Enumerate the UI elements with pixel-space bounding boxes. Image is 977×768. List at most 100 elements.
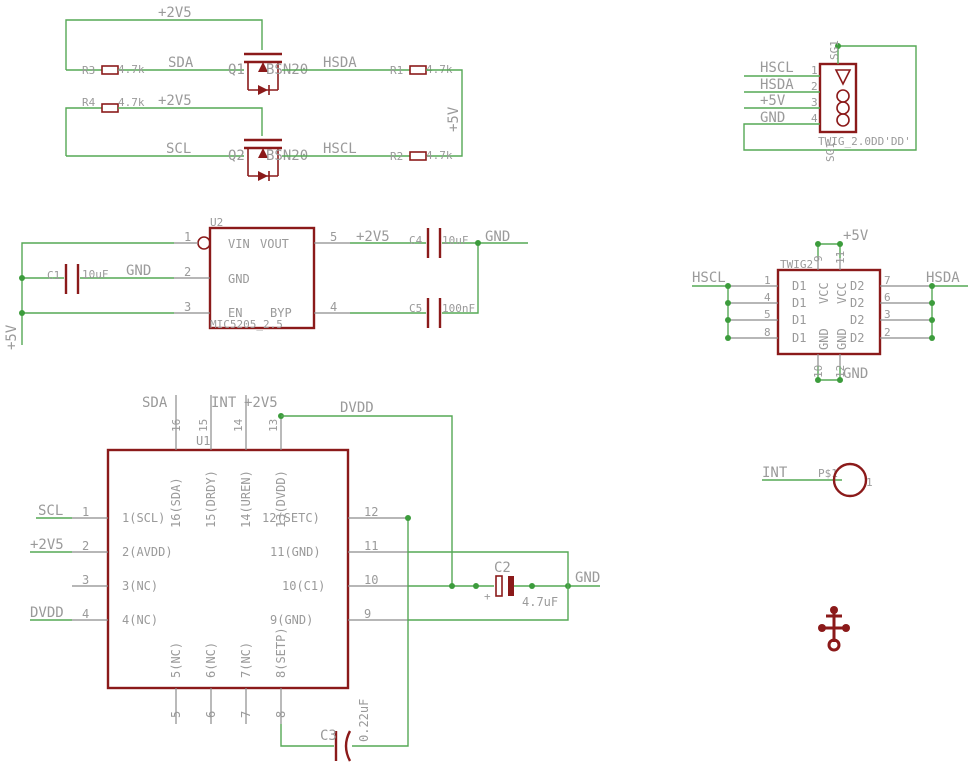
- u1-name-2: 2(AVDD): [122, 545, 173, 559]
- net-label-hsda: HSDA: [323, 55, 357, 71]
- twig2-d1-d: D1: [792, 331, 806, 345]
- u1-pin-2: 2: [82, 539, 89, 553]
- u2-pin-2: 2: [184, 265, 191, 279]
- c3-value: 0.22uF: [357, 699, 371, 742]
- net-label-2v5-top: +2V5: [158, 5, 192, 21]
- sg1-pin-4: 4: [811, 112, 818, 125]
- twig2-net-gnd: GND: [843, 366, 868, 382]
- u1-name-3: 3(NC): [122, 579, 158, 593]
- u1-pin-13: 13: [267, 419, 280, 432]
- int-pad-net: INT: [762, 465, 788, 481]
- net-label-2v5-bottom: +2V5: [158, 93, 192, 109]
- sg1-net-5v: +5V: [760, 93, 786, 109]
- u1-name-12: 12(SETC): [262, 511, 320, 525]
- u1-name-6: 6(NC): [204, 642, 218, 678]
- u2-net-gnd-left: GND: [126, 263, 151, 279]
- net-label-sda: SDA: [168, 55, 194, 71]
- twig2-pin-4: 4: [764, 291, 771, 304]
- c5-value: 100nF: [442, 302, 475, 315]
- sg1-ref-side: SG1: [824, 142, 837, 162]
- twig2-pin-11: 11: [834, 251, 847, 264]
- u2-pin-1: 1: [184, 230, 191, 244]
- twig2-pin-6: 6: [884, 291, 891, 304]
- u1-name-11: 11(GND): [270, 545, 321, 559]
- c4-value: 10uF: [442, 234, 469, 247]
- u1-pin-1: 1: [82, 505, 89, 519]
- u1-name-15: 15(DRDY): [204, 470, 218, 528]
- u1-pin-10: 10: [364, 573, 378, 587]
- u1-net-2v5-left: +2V5: [30, 537, 64, 553]
- u1-name-9: 9(GND): [270, 613, 313, 627]
- u1-name-8: 8(SETP): [274, 627, 288, 678]
- u2-pin-vout: VOUT: [260, 237, 289, 251]
- twig2-vcc-b: VCC: [835, 282, 849, 304]
- u1-net-dvdd-left: DVDD: [30, 605, 64, 621]
- capacitor-c2: [495, 575, 503, 597]
- u2-pin-4: 4: [330, 300, 337, 314]
- u2-pin-vin: VIN: [228, 237, 250, 251]
- u1-name-16: 16(SDA): [169, 477, 183, 528]
- r3-value: 4.7k: [118, 63, 145, 76]
- twig2-pin-9: 9: [812, 255, 825, 262]
- u2-pin-5: 5: [330, 230, 337, 244]
- u1-name-14: 14(UREN): [239, 470, 253, 528]
- r1-ref: R1: [390, 64, 403, 77]
- int-test-pad: INT P$1 1: [762, 462, 873, 498]
- c1-ref: C1: [47, 269, 60, 282]
- u2-net-2v5-out: +2V5: [356, 229, 390, 245]
- u2-net-gnd-right: GND: [485, 229, 510, 245]
- twig2-d2-d: D2: [850, 331, 864, 345]
- twig2-d1-a: D1: [792, 279, 806, 293]
- sensor-u1: U1 SDA INT +2V5 DVDD 16 15 14 13 16(SDA)…: [30, 395, 600, 762]
- u1-pin-4: 4: [82, 607, 89, 621]
- twig2-gnd-a: GND: [817, 328, 831, 350]
- u2-pin-3: 3: [184, 300, 191, 314]
- mosfet-q1: [244, 52, 282, 95]
- twig2-d2-a: D2: [850, 279, 864, 293]
- twig2-pin-10: 10: [812, 365, 825, 378]
- u1-pin-16: 16: [170, 419, 183, 432]
- sg1-pin-1: 1: [811, 64, 818, 77]
- twig2-net-hsda: HSDA: [926, 270, 960, 286]
- u1-pin-7: 7: [239, 711, 253, 718]
- int-pad-pin: 1: [866, 476, 873, 489]
- u2-ref: U2: [210, 216, 223, 229]
- u2-pin-gnd: GND: [228, 272, 250, 286]
- twig2-pin-1: 1: [764, 274, 771, 287]
- twig2-pin-5: 5: [764, 308, 771, 321]
- c4-ref: C4: [409, 234, 423, 247]
- twig2-pin-12: 12: [834, 365, 847, 378]
- sg1-net-hscl: HSCL: [760, 60, 794, 76]
- q2-ref: Q2: [228, 148, 245, 164]
- net-label-5v-shifter: +5V: [446, 106, 462, 132]
- connector-sg1: HSCL HSDA +5V GND 1 2 3 4 SG1 SG1 TWIG_2…: [743, 40, 917, 162]
- twig2-d2-c: D2: [850, 313, 864, 327]
- c5-ref: C5: [409, 302, 422, 315]
- twig2-d2-b: D2: [850, 296, 864, 310]
- u1-pin-14: 14: [232, 418, 245, 432]
- u1-net-sda: SDA: [142, 395, 168, 411]
- sg1-ref-top: SG1: [828, 40, 841, 60]
- resistor-r3: [101, 65, 119, 75]
- u1-pin-5: 5: [169, 711, 183, 718]
- u1-name-1: 1(SCL): [122, 511, 165, 525]
- r4-value: 4.7k: [118, 96, 145, 109]
- c2-polarity: +: [484, 590, 491, 603]
- twig2-pin-7: 7: [884, 274, 891, 287]
- regulator-u2: U2 VIN VOUT GND EN BYP MIC5205_2.5 1 2 3…: [4, 216, 528, 350]
- u1-pin-9: 9: [364, 607, 371, 621]
- twig2-net-hscl: HSCL: [692, 270, 726, 286]
- resistor-r1: [409, 65, 427, 75]
- twig2-net-5v: +5V: [843, 228, 869, 244]
- u1-net-scl: SCL: [38, 503, 63, 519]
- mosfet-q2: [244, 138, 282, 181]
- u1-pin-8: 8: [274, 711, 288, 718]
- u1-name-13: 13(DVDD): [274, 470, 288, 528]
- net-label-hscl: HSCL: [323, 141, 357, 157]
- q1-ref: Q1: [228, 62, 245, 78]
- u2-part: MIC5205_2.5: [210, 318, 283, 331]
- net-label-scl: SCL: [166, 141, 191, 157]
- u1-net-2v5-top: +2V5: [244, 395, 278, 411]
- sg1-pin-2: 2: [811, 80, 818, 93]
